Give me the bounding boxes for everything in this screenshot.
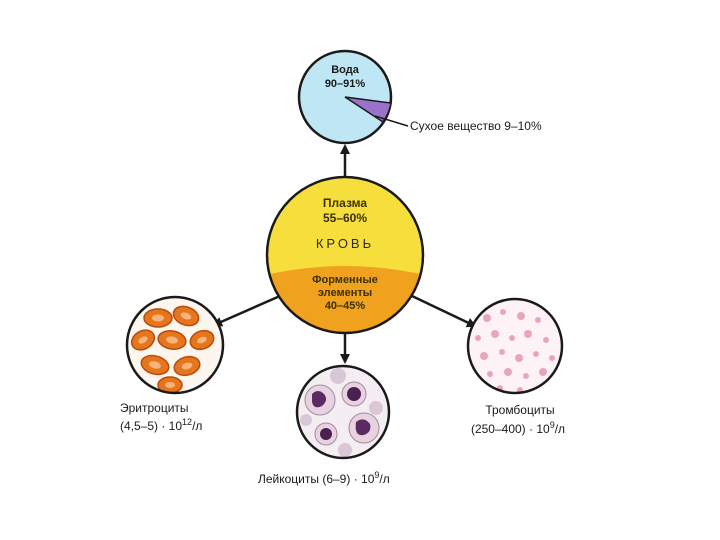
thrombocytes-name: Тромбоциты	[485, 403, 555, 417]
red-blood-cell	[173, 355, 201, 377]
red-blood-cell	[143, 308, 173, 328]
thrombocytes-count: (250–400) · 109/л	[448, 418, 588, 437]
red-blood-cell	[140, 354, 170, 376]
erythrocytes-count-unit: /л	[192, 419, 203, 433]
red-blood-cell	[157, 376, 183, 393]
erythrocytes-count-exp: 12	[182, 417, 193, 427]
plasma-percent: 55–60%	[322, 211, 368, 225]
red-blood-cell	[300, 368, 383, 457]
thrombocytes-count-prefix: (250–400) · 10	[470, 422, 550, 436]
thrombocytes-count-exp: 9	[549, 420, 555, 430]
erythrocytes-count-prefix: (4,5–5) · 10	[120, 419, 183, 433]
white-blood-cell	[341, 381, 367, 407]
erythrocytes-name: Эритроциты	[120, 401, 189, 415]
red-blood-cell	[172, 305, 200, 327]
white-blood-cell	[314, 422, 338, 446]
dry-matter-pointer	[374, 115, 409, 127]
formed-title-1: Форменные	[312, 274, 378, 286]
white-blood-cell	[304, 384, 336, 416]
red-blood-cell	[189, 329, 215, 351]
erythrocytes-count: (4,5–5) · 1012/л	[120, 415, 260, 434]
thrombocytes-image	[466, 297, 564, 395]
dry-matter-wedge	[344, 96, 392, 124]
formed-percent: 40–45%	[324, 300, 366, 312]
arrow-to-erythrocytes	[212, 294, 281, 327]
leukocytes-label: Лейкоциты (6–9) · 109/л	[258, 468, 448, 487]
red-blood-cell	[157, 330, 187, 350]
water-title: Вода	[331, 64, 359, 76]
water-circle	[297, 49, 409, 145]
blood-circle	[265, 175, 425, 335]
leukocytes-count-unit: /л	[379, 472, 390, 486]
blood-name: КРОВЬ	[315, 236, 375, 251]
formed-title-2: элементы	[317, 287, 373, 299]
red-blood-cell	[130, 329, 156, 351]
leukocytes-count-exp: 9	[374, 470, 380, 480]
white-blood-cell	[348, 412, 380, 444]
water-percent: 90–91%	[324, 78, 366, 90]
erythrocytes-image	[125, 295, 225, 395]
thrombocytes-count-unit: /л	[554, 422, 566, 436]
connector-arrows	[212, 144, 477, 364]
leukocytes-name: Лейкоциты (6–9) · 10	[258, 472, 375, 486]
arrow-to-thrombocytes	[411, 294, 477, 328]
leukocytes-image	[295, 364, 391, 460]
dry-matter-label: Сухое вещество 9–10%	[410, 119, 542, 133]
plasma-title: Плазма	[322, 196, 368, 210]
